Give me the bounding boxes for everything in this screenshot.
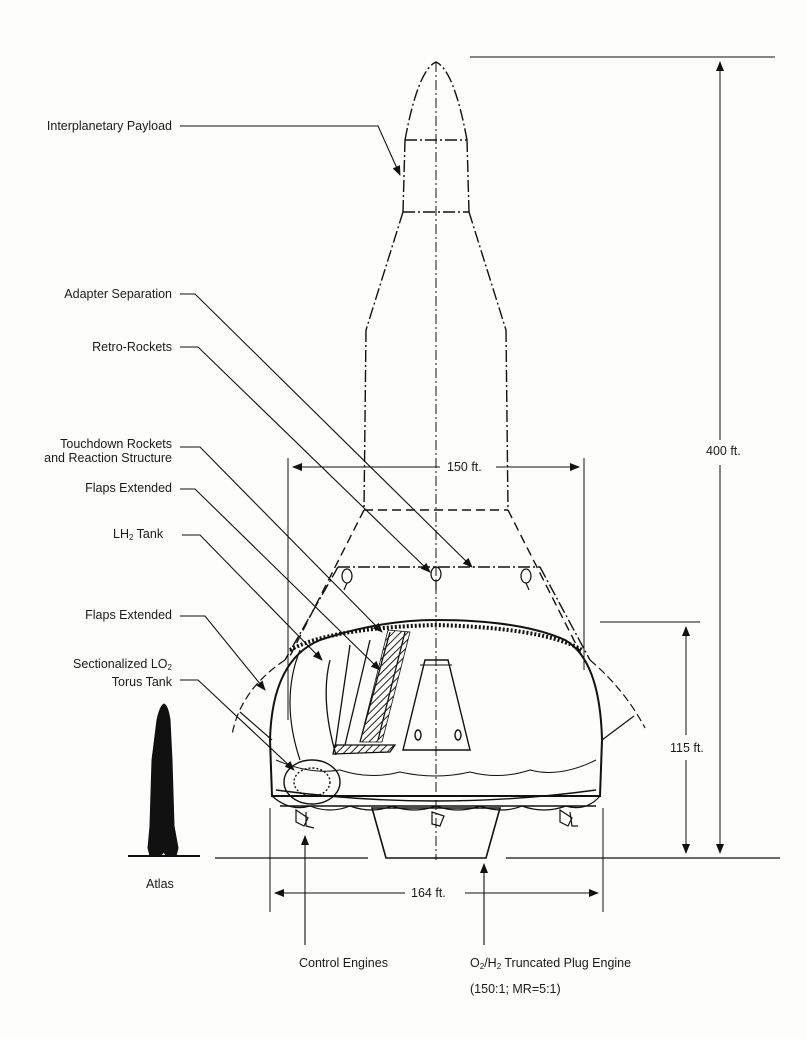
label-lh2-prefix: LH [113, 527, 129, 541]
leader-flaps-extended-upper [180, 488, 381, 671]
label-flaps-extended-upper: Flaps Extended [85, 481, 172, 495]
plug-engine-core [402, 659, 471, 751]
leader-touchdown-rockets [180, 446, 383, 633]
label-plug-mid: /H [484, 956, 497, 970]
leader-lines [180, 125, 488, 945]
leader-interplanetary-payload [180, 125, 401, 176]
lo2-torus-tank [283, 759, 341, 805]
label-plug-engine: O2/H2 Truncated Plug Engine [470, 956, 631, 974]
truncated-plug-engine [370, 807, 502, 859]
dim-150ft [287, 458, 585, 720]
label-plug-sub2: 2 [496, 962, 502, 971]
leader-flaps-extended-lower [180, 615, 266, 691]
dim-label-115ft: 115 ft. [667, 741, 707, 755]
leader-retro-rockets [180, 346, 431, 573]
leader-adapter-separation [180, 293, 473, 568]
dim-label-400ft: 400 ft. [703, 444, 744, 458]
label-lh2-sub: 2 [128, 533, 134, 542]
atlas-rocket-silhouette [147, 703, 179, 857]
dim-400ft [470, 56, 775, 854]
booster-stage [268, 618, 604, 811]
leader-lh2-tank [182, 534, 323, 661]
label-lh2-tank: LH2 Tank [113, 527, 163, 545]
leader-lo2-torus-tank [180, 679, 295, 771]
label-plug-rest: Truncated Plug Engine [501, 956, 632, 970]
label-atlas: Atlas [146, 877, 174, 891]
label-touchdown-rockets: Touchdown Rockets and Reaction Structure [44, 437, 172, 465]
label-flaps-extended-lower: Flaps Extended [85, 608, 172, 622]
label-retro-rockets: Retro-Rockets [92, 340, 172, 354]
dim-164ft [269, 808, 604, 912]
dim-label-150ft: 150 ft. [444, 460, 485, 474]
label-lo2-torus-tank: Sectionalized LO2 Torus Tank [73, 657, 172, 689]
label-adapter-separation: Adapter Separation [64, 287, 172, 301]
label-touchdown-rockets-line2: and Reaction Structure [44, 451, 172, 465]
label-lh2-suffix: Tank [133, 527, 164, 541]
control-engines [295, 808, 578, 829]
flap-panels [239, 649, 635, 761]
dim-label-164ft: 164 ft. [408, 886, 449, 900]
label-lo2-line1: Sectionalized LO2 [73, 657, 172, 675]
label-interplanetary-payload: Interplanetary Payload [46, 119, 172, 133]
label-plug-sub1: 2 [479, 962, 485, 971]
label-plug-engine-ratio: (150:1; MR=5:1) [470, 982, 561, 996]
adapter [287, 509, 585, 661]
dim-115ft [600, 621, 700, 854]
label-touchdown-rockets-line1: Touchdown Rockets [60, 437, 172, 451]
interplanetary-payload [363, 61, 509, 511]
label-lo2-line2: Torus Tank [111, 675, 172, 689]
label-control-engines: Control Engines [299, 956, 388, 970]
flaps-extended [231, 659, 646, 736]
label-plug-o: O [470, 956, 480, 970]
label-lo2-sub: 2 [167, 663, 172, 672]
retro-rockets [341, 566, 532, 591]
label-lo2-prefix: Sectionalized LO [73, 657, 168, 671]
lh2-tank-structure [325, 629, 411, 756]
adapter-separation-ring [284, 566, 591, 661]
